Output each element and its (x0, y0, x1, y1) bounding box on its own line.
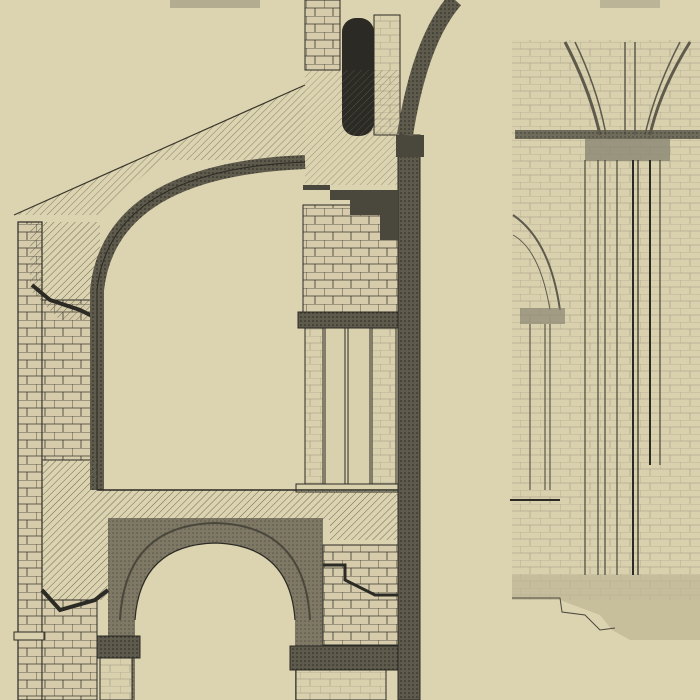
section-drawing (13, 0, 700, 700)
engraving-plate (13, 0, 700, 700)
